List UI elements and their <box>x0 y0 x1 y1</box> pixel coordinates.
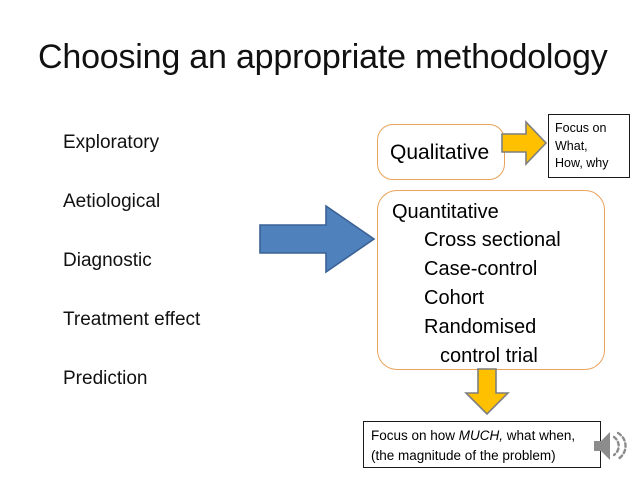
qualitative-label: Qualitative <box>390 141 490 164</box>
design-cohort: Cohort <box>424 287 485 309</box>
list-item-aetiological: Aetiological <box>63 191 161 212</box>
quantitative-focus-line-2: (the magnitude of the problem) <box>371 448 556 463</box>
qualitative-focus-line-2: What, <box>555 138 588 153</box>
quantitative-design-list: Cross sectional Case-control Cohort Rand… <box>424 226 604 371</box>
speaker-icon[interactable] <box>591 427 631 465</box>
page-title: Choosing an appropriate methodology <box>38 38 608 76</box>
qualitative-focus-callout: Focus on What, How, why <box>548 114 630 178</box>
qualitative-focus-text: Focus on What, How, why <box>555 120 609 173</box>
quantitative-focus-text: Focus on how MUCH, what when, (the magni… <box>371 426 575 466</box>
qualitative-box: Qualitative <box>377 124 505 180</box>
purpose-list: Exploratory Aetiological Diagnostic Trea… <box>63 132 313 427</box>
design-case-control: Case-control <box>424 258 538 280</box>
arrow-right-icon <box>259 204 376 274</box>
list-item-diagnostic: Diagnostic <box>63 250 152 271</box>
design-randomised: Randomised <box>424 316 537 338</box>
list-item-prediction: Prediction <box>63 368 148 389</box>
focus-line-1-pre: Focus on how <box>371 428 459 443</box>
arrow-right-icon <box>501 120 548 166</box>
design-control-trial: control trial <box>440 345 538 367</box>
list-item-exploratory: Exploratory <box>63 132 160 153</box>
quantitative-focus-line-1: Focus on how MUCH, what when, <box>371 426 575 446</box>
qualitative-focus-line-1: Focus on <box>555 121 607 135</box>
quantitative-heading: Quantitative <box>392 201 499 223</box>
arrow-down-icon <box>464 368 510 416</box>
quantitative-box: Quantitative Cross sectional Case-contro… <box>377 190 605 370</box>
focus-line-1-post: what when, <box>503 428 576 443</box>
qualitative-focus-line-3: How, why <box>555 156 609 170</box>
quantitative-focus-callout: Focus on how MUCH, what when, (the magni… <box>363 421 601 468</box>
focus-line-1-emphasis: MUCH, <box>458 428 504 443</box>
design-cross-sectional: Cross sectional <box>424 229 561 251</box>
list-item-treatment-effect: Treatment effect <box>63 309 201 330</box>
